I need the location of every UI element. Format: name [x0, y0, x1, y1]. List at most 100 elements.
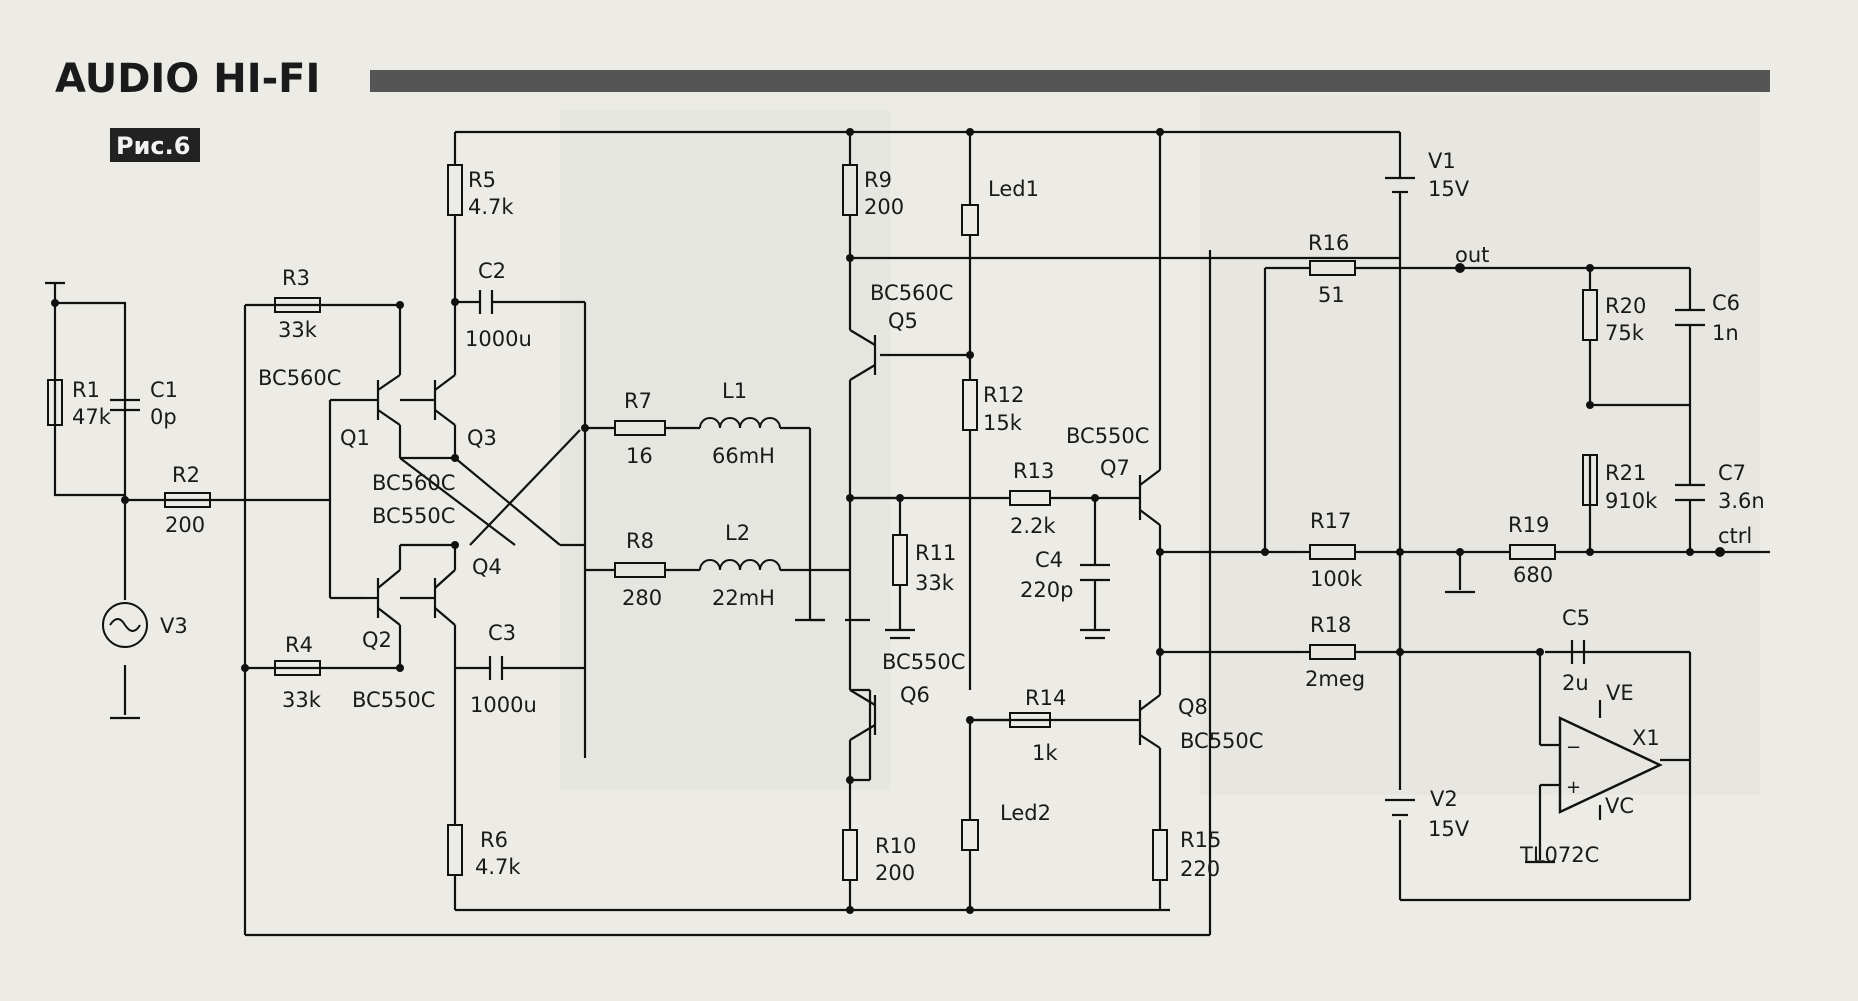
label-c5: C5 — [1562, 606, 1590, 630]
value-r4: 33k — [282, 688, 322, 712]
label-r13: R13 — [1013, 459, 1054, 483]
value-l1: 66mH — [712, 444, 775, 468]
label-v3: V3 — [160, 614, 188, 638]
label-l2: L2 — [725, 521, 750, 545]
label-r1: R1 — [72, 378, 100, 402]
value-v2: 15V — [1428, 817, 1470, 841]
wires — [45, 130, 1770, 937]
label-r17: R17 — [1310, 509, 1351, 533]
label-v2: V2 — [1430, 787, 1458, 811]
part-q3: BC560C — [372, 471, 455, 495]
label-r3: R3 — [282, 266, 310, 290]
background-ghost-text — [560, 95, 1760, 795]
label-q6: Q6 — [900, 683, 930, 707]
label-r21: R21 — [1605, 461, 1646, 485]
label-r9: R9 — [864, 168, 892, 192]
label-r15: R15 — [1180, 828, 1221, 852]
value-r19: 680 — [1513, 563, 1553, 587]
value-r6: 4.7k — [475, 855, 521, 879]
value-c1: 0p — [150, 405, 177, 429]
value-c3: 1000u — [470, 693, 537, 717]
part-q7: BC550C — [1066, 424, 1149, 448]
part-q8: BC550C — [1180, 729, 1263, 753]
label-r18: R18 — [1310, 613, 1351, 637]
value-r10: 200 — [875, 861, 915, 885]
label-v1: V1 — [1428, 149, 1456, 173]
page-title: AUDIO HI-FI — [55, 56, 320, 102]
label-c4: C4 — [1035, 548, 1063, 572]
label-x1: X1 — [1632, 726, 1660, 750]
value-r11: 33k — [915, 571, 955, 595]
label-r8: R8 — [626, 529, 654, 553]
value-l2: 22mH — [712, 586, 775, 610]
label-q1: Q1 — [340, 426, 370, 450]
label-r16: R16 — [1308, 231, 1349, 255]
part-q6: BC550C — [882, 650, 965, 674]
label-r5: R5 — [468, 168, 496, 192]
part-x1: TL072C — [1519, 843, 1599, 867]
label-r12: R12 — [983, 383, 1024, 407]
part-q4: BC550C — [372, 504, 455, 528]
value-r18: 2meg — [1305, 667, 1365, 691]
label-c7: C7 — [1718, 461, 1746, 485]
pin-ve: VE — [1606, 681, 1634, 705]
value-r14: 1k — [1032, 741, 1058, 765]
value-c5: 2u — [1562, 671, 1589, 695]
label-led2: Led2 — [1000, 801, 1051, 825]
value-r8: 280 — [622, 586, 662, 610]
label-r19: R19 — [1508, 513, 1549, 537]
header-bar — [370, 70, 1770, 92]
junction-dots — [51, 128, 1725, 914]
svg-text:+: + — [1566, 777, 1581, 798]
value-c2: 1000u — [465, 327, 532, 351]
label-r10: R10 — [875, 834, 916, 858]
value-r5: 4.7k — [468, 195, 514, 219]
value-r12: 15k — [983, 411, 1023, 435]
part-q1: BC560C — [258, 366, 341, 390]
label-c6: C6 — [1712, 291, 1740, 315]
label-c2: C2 — [478, 259, 506, 283]
label-c1: C1 — [150, 378, 178, 402]
label-q5: Q5 — [888, 309, 918, 333]
pin-vc: VC — [1605, 794, 1634, 818]
label-r11: R11 — [915, 541, 956, 565]
value-r7: 16 — [626, 444, 653, 468]
label-r20: R20 — [1605, 294, 1646, 318]
part-q5: BC560C — [870, 281, 953, 305]
label-q7: Q7 — [1100, 456, 1130, 480]
component-labels: R1 47k C1 0p R2 200 V3 R3 33k BC560C Q1 … — [72, 149, 1765, 885]
label-r14: R14 — [1025, 686, 1066, 710]
value-r21: 910k — [1605, 489, 1658, 513]
label-l1: L1 — [722, 379, 747, 403]
label-r4: R4 — [285, 633, 313, 657]
label-r2: R2 — [172, 463, 200, 487]
label-led1: Led1 — [988, 177, 1039, 201]
value-r13: 2.2k — [1010, 514, 1056, 538]
value-v1: 15V — [1428, 177, 1470, 201]
label-q3: Q3 — [467, 426, 497, 450]
label-c3: C3 — [488, 621, 516, 645]
value-r2: 200 — [165, 513, 205, 537]
net-out: out — [1455, 243, 1489, 267]
label-r6: R6 — [480, 828, 508, 852]
value-r3: 33k — [278, 318, 318, 342]
value-c6: 1n — [1712, 321, 1739, 345]
svg-text:−: − — [1566, 737, 1581, 758]
label-q2: Q2 — [362, 628, 392, 652]
figure-tag-background — [110, 128, 200, 162]
value-r1: 47k — [72, 405, 112, 429]
value-r20: 75k — [1605, 321, 1645, 345]
figure-tag: Рис.6 — [116, 132, 190, 160]
value-r15: 220 — [1180, 857, 1220, 881]
net-ctrl: ctrl — [1718, 524, 1752, 548]
part-q2: BC550C — [352, 688, 435, 712]
value-c7: 3.6n — [1718, 489, 1765, 513]
value-r17: 100k — [1310, 567, 1363, 591]
label-q8: Q8 — [1178, 695, 1208, 719]
value-r16: 51 — [1318, 283, 1345, 307]
component-symbols: − + — [47, 164, 1705, 881]
value-r9: 200 — [864, 195, 904, 219]
label-q4: Q4 — [472, 555, 502, 579]
